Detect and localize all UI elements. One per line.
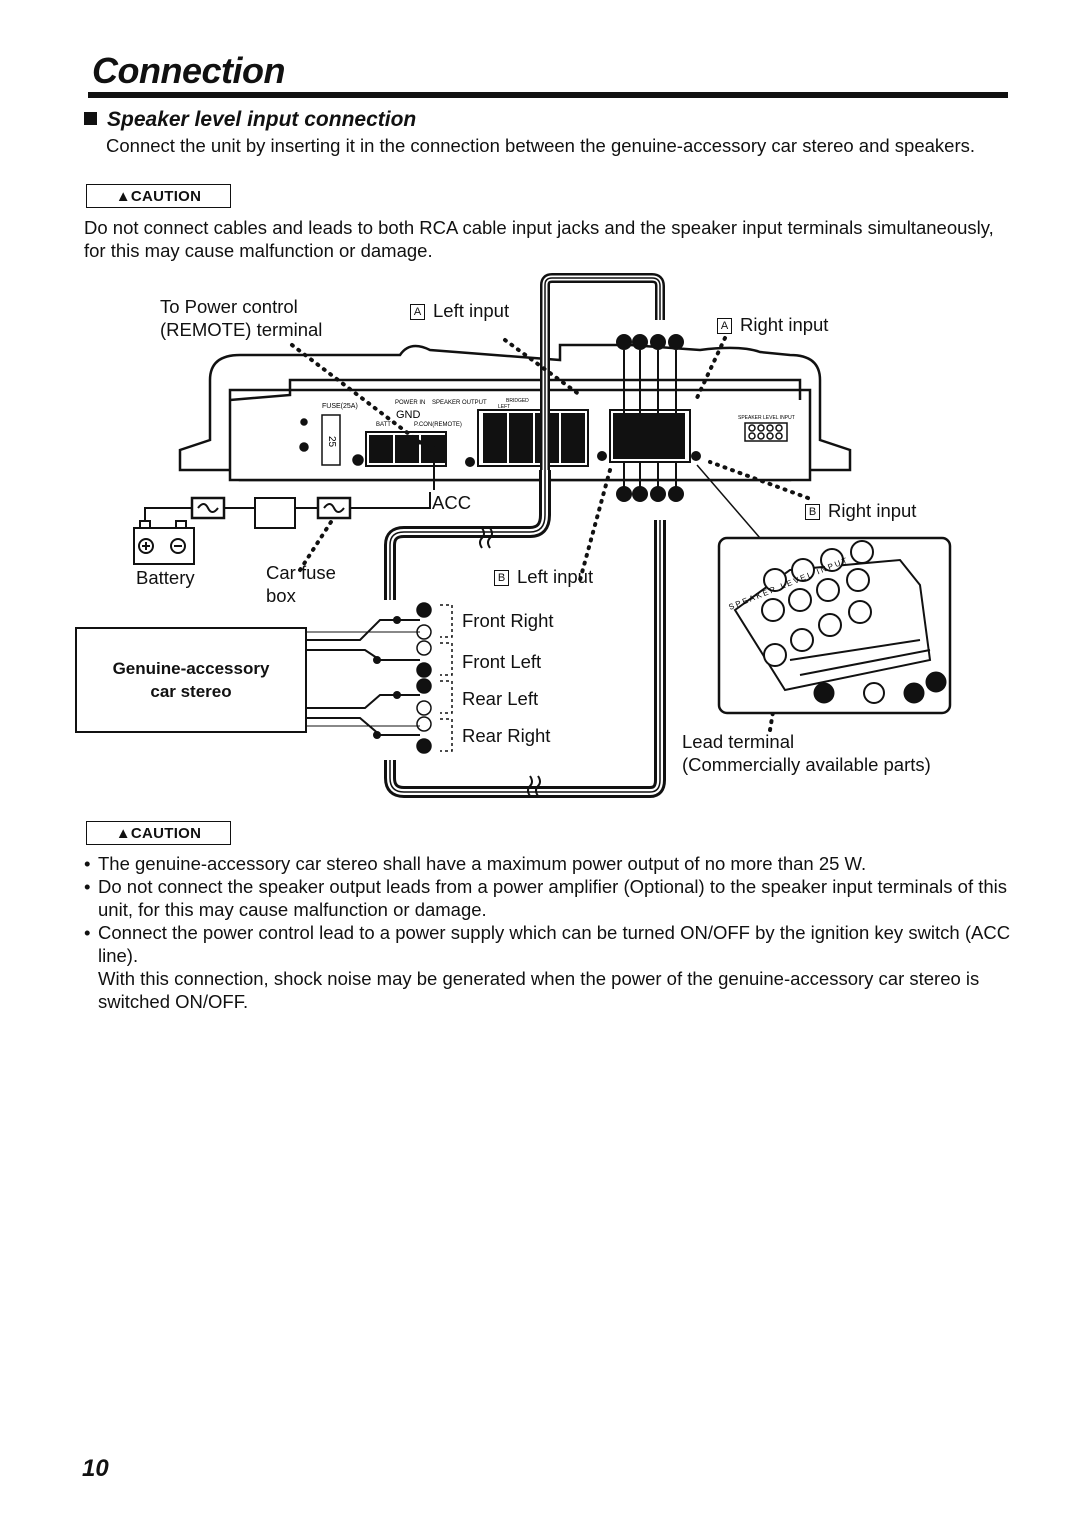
bullet-icon: •	[84, 853, 91, 874]
amp-speaker-level-label: SPEAKER LEVEL INPUT	[738, 415, 795, 421]
box-a-icon: A	[717, 318, 732, 334]
amp-fuse	[299, 414, 364, 466]
speaker-harness	[384, 273, 666, 798]
page-title: Connection	[92, 50, 285, 91]
rear-right-label: Rear Right	[462, 725, 551, 746]
caution-label: ▲CAUTION	[86, 184, 231, 208]
amp-pcon-label: P.CON(REMOTE)	[414, 422, 462, 428]
caution-text: CAUTION	[130, 187, 202, 205]
power-line	[144, 492, 431, 529]
note-item: •Connect the power control lead to a pow…	[84, 922, 1011, 966]
box-b-icon: B	[805, 504, 820, 520]
warning-triangle-icon: ▲	[115, 187, 131, 205]
amp-fuse-label: FUSE(25A)	[322, 403, 358, 410]
car-stereo-label-1: Genuine-accessory	[112, 659, 270, 678]
amp-speaker-output-label: SPEAKER OUTPUT	[432, 400, 487, 406]
warning-paragraph: Do not connect cables and leads to both …	[84, 217, 994, 261]
bullet-icon: •	[84, 922, 91, 943]
amp-bridged-label: BRIDGED	[506, 398, 529, 404]
wiring-diagram: FUSE(25A) 25 GND POWER IN BATT P.CON(REM…	[0, 270, 1080, 810]
amp-left-label: LEFT	[498, 404, 510, 410]
speaker-level-input-block	[609, 409, 691, 463]
battery-label: Battery	[136, 567, 195, 588]
car-fuse-label-2: box	[266, 585, 296, 606]
intro-paragraph: Connect the unit by inserting it in the …	[106, 135, 975, 156]
stereo-wires	[303, 619, 420, 736]
amp-batt-label: BATT	[376, 422, 391, 428]
acc-arrow	[425, 446, 443, 490]
front-left-label: Front Left	[462, 651, 542, 672]
car-stereo-label-2: car stereo	[150, 682, 232, 701]
square-bullet-icon	[84, 112, 97, 125]
title-rule	[88, 92, 1008, 98]
input-leads-top	[623, 350, 677, 490]
box-a-icon: A	[410, 304, 425, 320]
acc-label: ACC	[432, 492, 472, 513]
speaker-output-block	[477, 409, 589, 467]
remote-label-1: To Power control	[160, 296, 298, 317]
lead-terminal-label: Lead terminal	[682, 731, 795, 752]
diagram-graphics: FUSE(25A) 25 GND POWER IN BATT P.CON(REM…	[133, 273, 952, 798]
amp-power-in-label: POWER IN	[395, 400, 425, 406]
car-stereo-box: Genuine-accessory car stereo	[75, 627, 307, 733]
polarity-symbols-top	[616, 334, 684, 502]
caution-text: CAUTION	[130, 824, 202, 842]
section-heading-text: Speaker level input connection	[107, 108, 417, 131]
remote-label-2: (REMOTE) terminal	[160, 319, 323, 340]
bullet-icon: •	[84, 876, 91, 897]
caution-label-2: ▲CAUTION	[86, 821, 231, 845]
note-item: •The genuine-accessory car stereo shall …	[84, 853, 867, 874]
battery-icon	[133, 520, 195, 565]
speaker-connectors	[416, 602, 453, 754]
box-b-icon: B	[494, 570, 509, 586]
caution-notes: •The genuine-accessory car stereo shall …	[84, 852, 1014, 1013]
note-continuation: With this connection, shock noise may be…	[98, 968, 980, 1012]
amp-gnd-label: GND	[396, 409, 421, 421]
harness-break-marks	[479, 527, 541, 797]
page-number: 10	[82, 1455, 109, 1482]
front-right-label: Front Right	[462, 610, 554, 631]
car-fuse-label-1: Car fuse	[266, 562, 336, 583]
inset-detail	[696, 464, 952, 715]
speaker-wire-dots	[373, 616, 401, 739]
note-item: •Do not connect the speaker output leads…	[84, 876, 1008, 920]
section-heading: Speaker level input connection	[84, 108, 416, 132]
small-input-connector	[744, 422, 788, 442]
power-terminal-block	[365, 431, 447, 467]
rear-left-label: Rear Left	[462, 688, 539, 709]
commercial-parts-label: (Commercially available parts)	[682, 754, 931, 775]
amp-fuse-value: 25	[326, 436, 337, 448]
warning-triangle-icon: ▲	[115, 824, 131, 842]
